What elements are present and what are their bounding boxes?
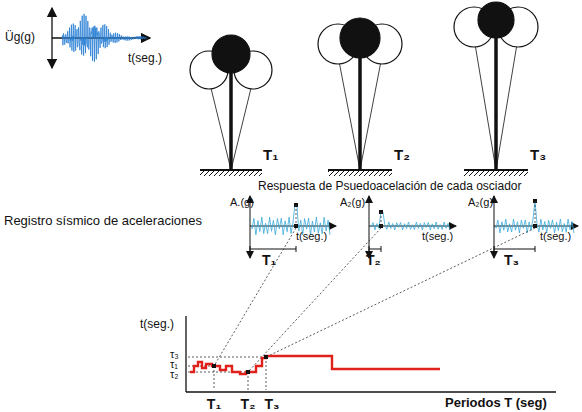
axis-label: A.(g): [230, 197, 254, 208]
axis-label: t(seg.): [422, 231, 453, 242]
period-label: T₃: [530, 147, 546, 162]
period-label: T₂: [366, 253, 381, 267]
axis-label: t(seg.): [296, 231, 327, 242]
caption-text: Registro sísmico de aceleraciones: [4, 214, 202, 227]
section-title: Respuesta de Psuedoacelación de cada osc…: [258, 180, 522, 192]
axis-label: t(seg.): [540, 231, 571, 242]
axis-label: t(seg.): [128, 52, 162, 64]
axis-label: A₂(g): [468, 197, 493, 208]
axis-label: Üg(g): [5, 31, 35, 43]
period-label: T₃: [264, 397, 279, 411]
axis-label: A₂(g): [340, 197, 365, 208]
axis-title: Periodos T (seg): [445, 396, 547, 409]
axis-label: t(seg.): [140, 318, 174, 330]
period-label: T₂: [394, 147, 410, 162]
period-label: T₁: [262, 253, 276, 267]
period-label: T₁: [263, 147, 278, 162]
tau-label: τ₂: [170, 369, 179, 380]
period-label: T₂: [241, 397, 256, 411]
period-label: T₁: [207, 397, 221, 411]
period-label: T₃: [504, 253, 519, 267]
